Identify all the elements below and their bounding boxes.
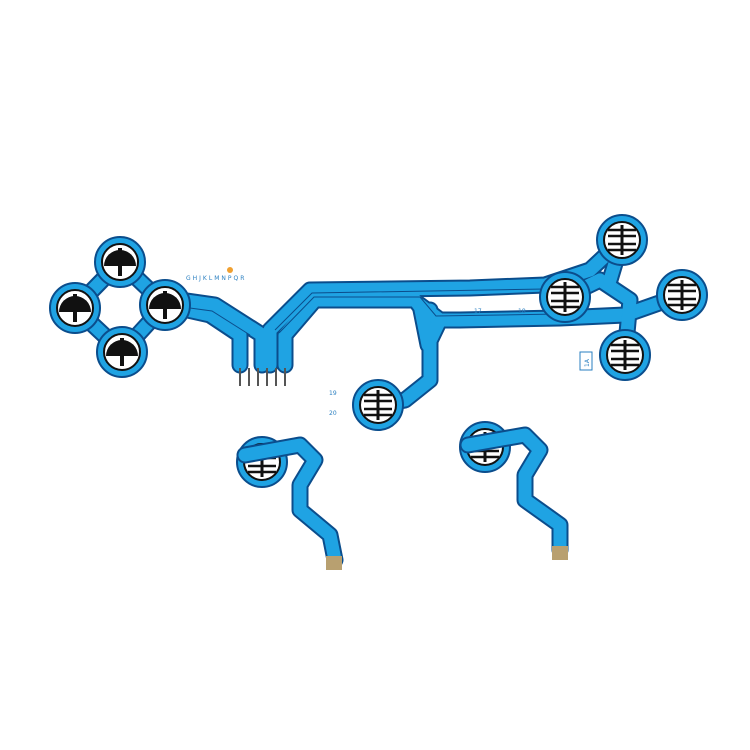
marker-dot (227, 267, 233, 273)
contact-pad (96, 326, 148, 378)
small-flex-left (236, 436, 344, 570)
label-20: 20 (329, 410, 337, 417)
connector-pins (239, 368, 286, 386)
contact-pad (139, 279, 191, 331)
label-17: 17 (474, 308, 482, 315)
label-1a-box (579, 351, 593, 371)
contact-pad (352, 379, 404, 431)
small-flex-right (459, 426, 569, 560)
contact-pad (49, 282, 101, 334)
contact-pads (49, 214, 708, 488)
contact-pad (599, 329, 651, 381)
label-1a: 1A (584, 358, 591, 367)
contact-pad (656, 269, 708, 321)
contact-pad (596, 214, 648, 266)
contact-pad (94, 236, 146, 288)
label-19: 19 (329, 390, 337, 397)
label-18: 18 (518, 308, 526, 315)
letters-label: GHJKLMNPQR (186, 275, 246, 282)
contact-pad (539, 271, 591, 323)
